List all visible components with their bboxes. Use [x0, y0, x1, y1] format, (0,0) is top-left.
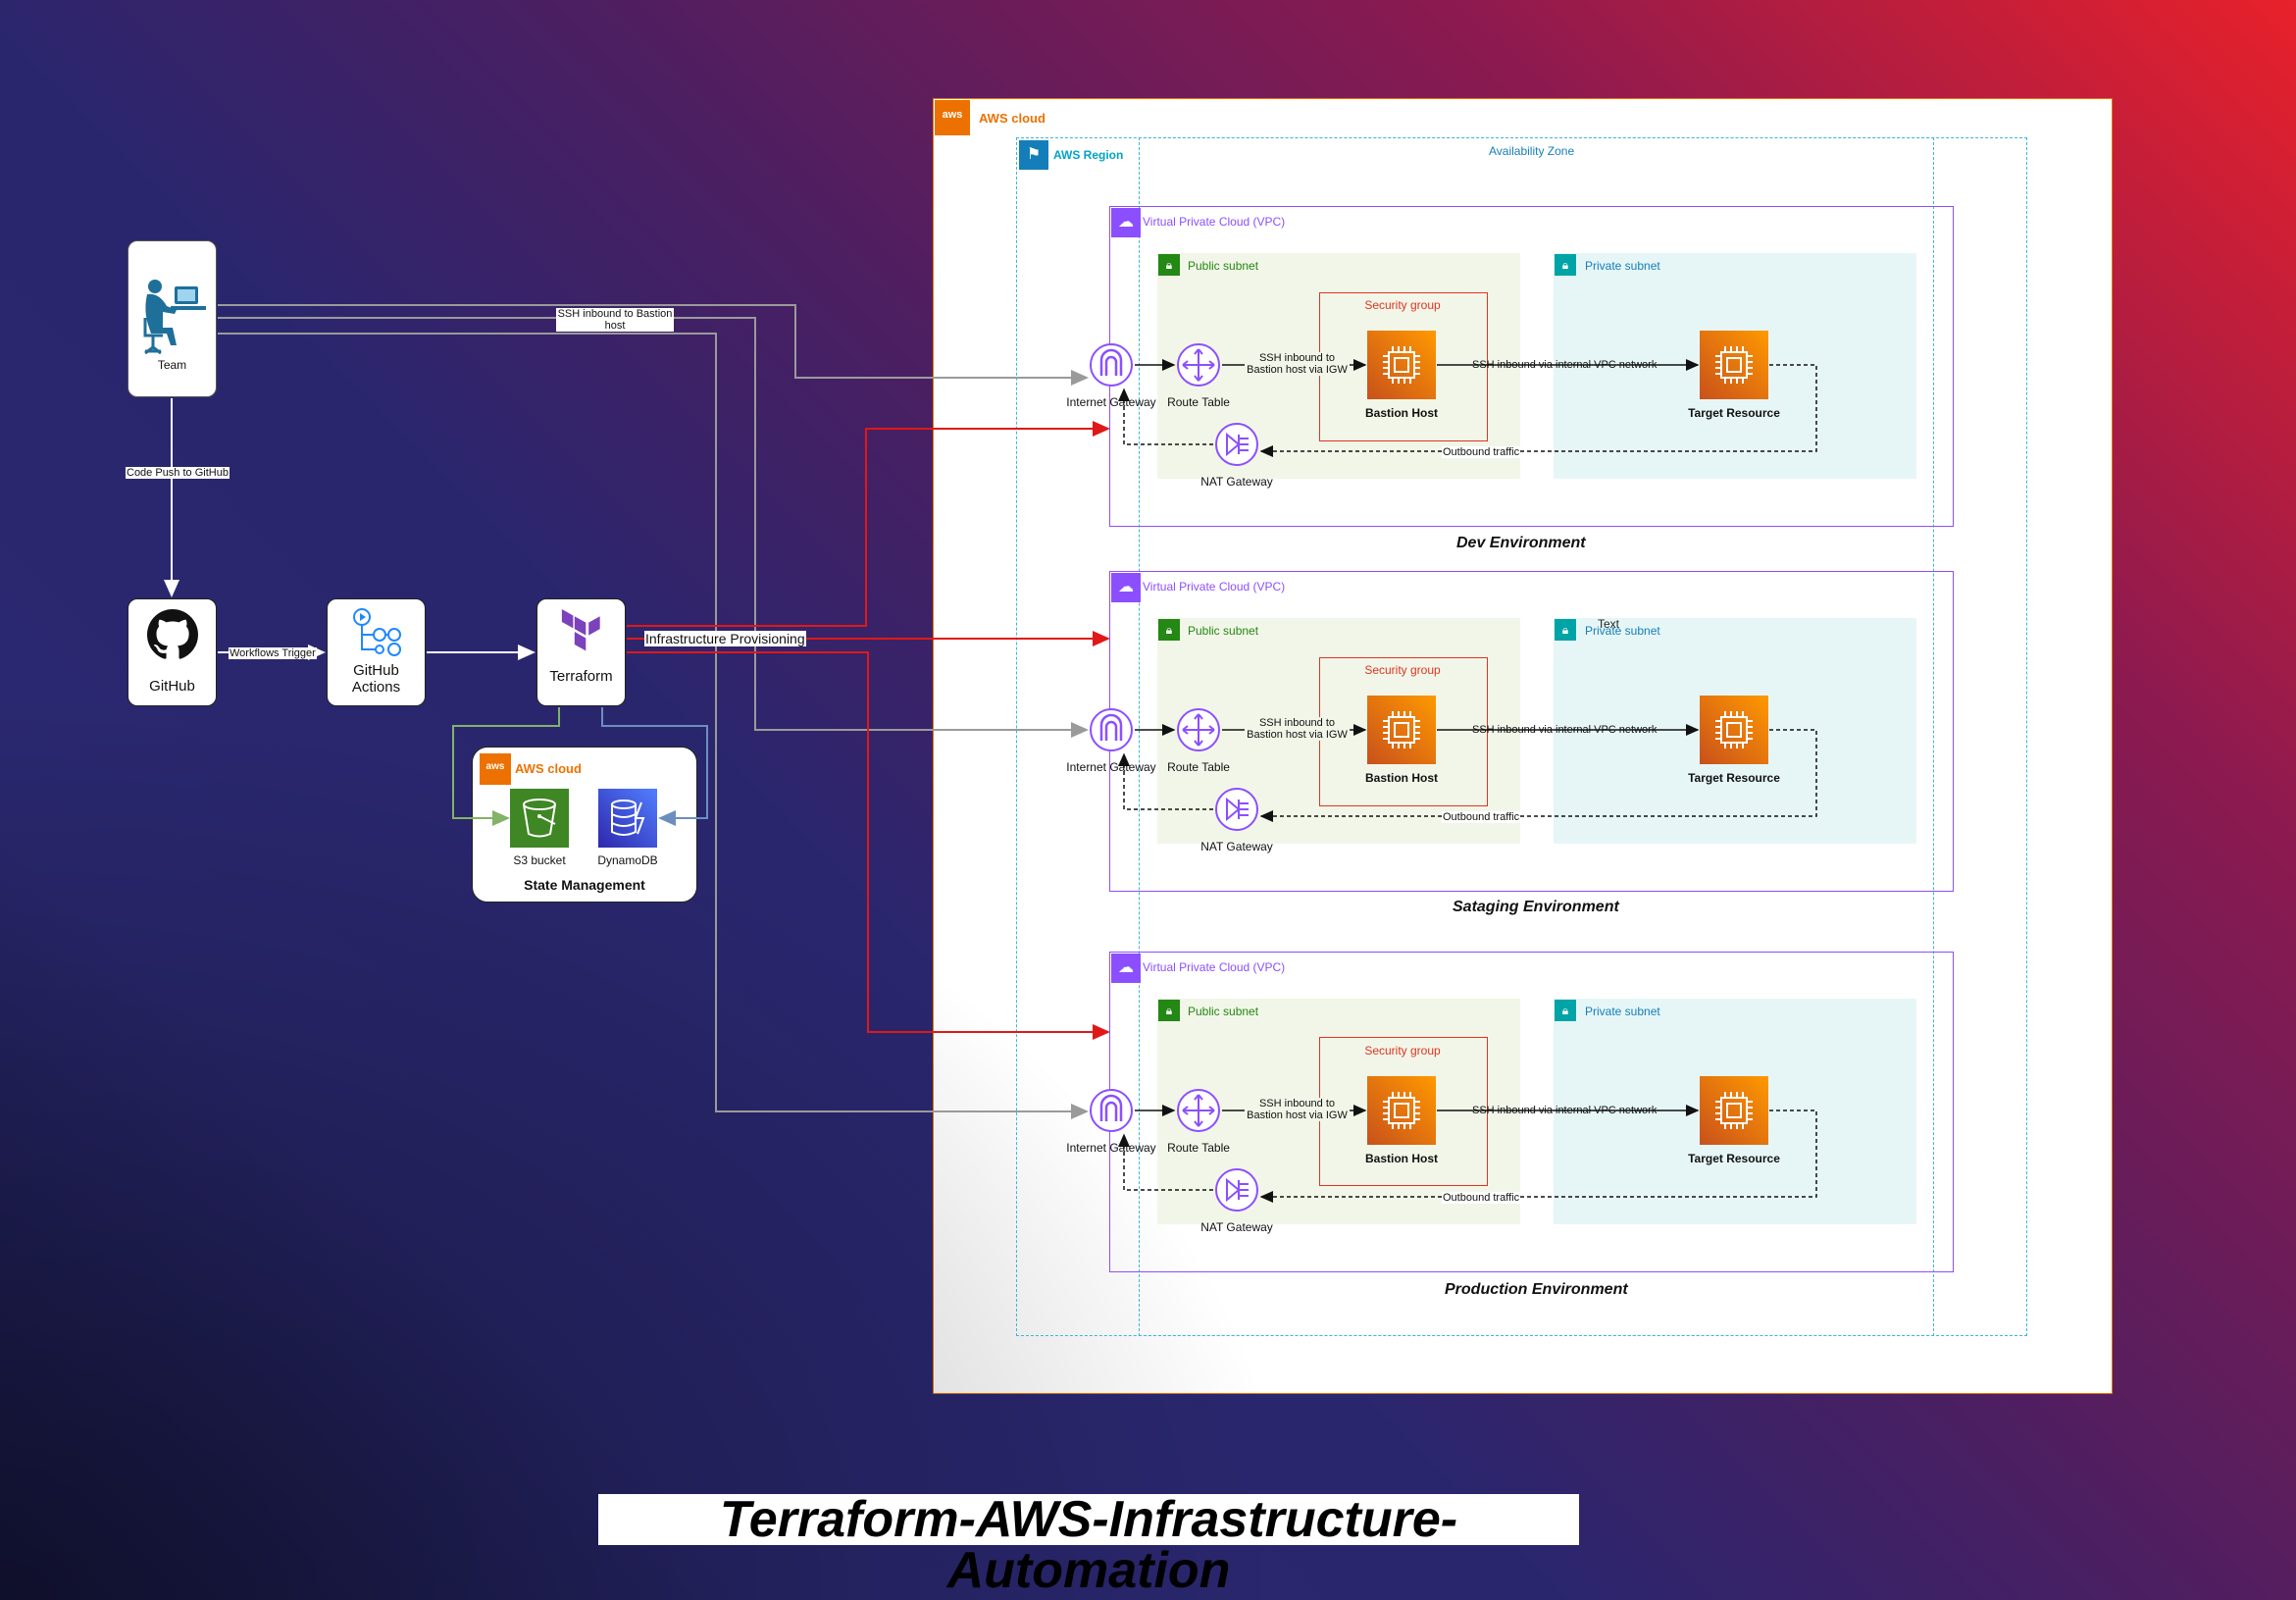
target-resource-label: Target Resource: [1688, 1152, 1780, 1165]
github-logo-icon: [146, 609, 198, 659]
outbound-traffic-label: Outbound traffic: [1442, 1192, 1521, 1204]
ec2-target-icon: [1700, 1076, 1768, 1145]
ec2-bastion-icon: [1367, 331, 1436, 399]
route-table-icon: [1176, 707, 1221, 752]
env-title-dev: Dev Environment: [1456, 535, 1586, 551]
env-title-staging: Sataging Environment: [1453, 899, 1619, 915]
ec2-target-icon: [1700, 331, 1768, 399]
internet-gateway-icon: [1089, 342, 1134, 387]
terraform-node[interactable]: Terraform: [536, 598, 626, 706]
github-label: GitHub: [149, 678, 195, 695]
infra-provisioning-label: Infrastructure Provisioning: [644, 631, 806, 646]
internet-gateway-label: Internet Gateway: [1066, 395, 1156, 409]
outbound-traffic-label: Outbound traffic: [1442, 446, 1521, 458]
target-resource-label: Target Resource: [1688, 771, 1780, 785]
nat-gateway-label: NAT Gateway: [1200, 475, 1273, 489]
env-title-production: Production Environment: [1445, 1281, 1628, 1298]
bastion-host-label: Bastion Host: [1364, 1152, 1438, 1165]
s3-bucket-label: S3 bucket: [513, 853, 566, 867]
lock-icon: 🔒︎: [1555, 619, 1576, 641]
vpc-label: Virtual Private Cloud (VPC): [1143, 215, 1286, 229]
public-subnet-label: Public subnet: [1188, 624, 1259, 638]
ec2-bastion-icon: [1367, 1076, 1436, 1145]
nat-gateway-label: NAT Gateway: [1200, 1220, 1273, 1234]
github-node[interactable]: GitHub: [128, 598, 217, 706]
ssh-internal-label: SSH inbound via internal VPC network: [1472, 1105, 1658, 1116]
lock-icon: 🔒︎: [1158, 1000, 1180, 1021]
ssh-internal-label: SSH inbound via internal VPC network: [1472, 359, 1658, 371]
internet-gateway-icon: [1089, 707, 1134, 752]
private-subnet-label: Private subnet: [1585, 624, 1660, 638]
route-table-icon: [1176, 342, 1221, 387]
lock-icon: 🔒︎: [1158, 619, 1180, 641]
workflows-trigger-label: Workflows Trigger: [229, 647, 317, 659]
outbound-traffic-label: Outbound traffic: [1442, 811, 1521, 823]
vpc-label: Virtual Private Cloud (VPC): [1143, 580, 1286, 594]
terraform-label: Terraform: [549, 668, 613, 685]
state-management-title: State Management: [524, 877, 645, 893]
vpc-cloud-icon: ☁: [1111, 954, 1141, 983]
availability-zone-box: [1139, 137, 1934, 1336]
vpc-cloud-icon: ☁: [1111, 208, 1141, 237]
region-flag-icon: ⚑: [1019, 140, 1048, 170]
nat-gateway-icon: [1214, 1167, 1259, 1213]
internet-gateway-label: Internet Gateway: [1066, 1141, 1156, 1155]
nat-gateway-label: NAT Gateway: [1200, 840, 1273, 853]
lock-icon: 🔒︎: [1555, 254, 1576, 276]
aws-region-label: AWS Region: [1053, 148, 1124, 162]
aws-logo-icon: aws: [480, 753, 511, 785]
route-table-label: Route Table: [1167, 760, 1230, 774]
github-actions-icon: [352, 608, 401, 656]
availability-zone-label: Availability Zone: [1489, 144, 1575, 158]
target-resource-label: Target Resource: [1688, 406, 1780, 420]
private-subnet-label: Private subnet: [1585, 1005, 1660, 1018]
s3-bucket-icon: [510, 789, 569, 848]
team-label: Team: [157, 358, 187, 372]
ec2-target-icon: [1700, 696, 1768, 764]
security-group-label: Security group: [1364, 1044, 1441, 1058]
code-push-label: Code Push to GitHub: [126, 467, 230, 479]
lock-icon: 🔒︎: [1158, 254, 1180, 276]
ec2-bastion-icon: [1367, 696, 1436, 764]
team-node[interactable]: Team: [128, 240, 217, 397]
dynamodb-icon: [598, 789, 657, 848]
security-group-label: Security group: [1364, 298, 1441, 312]
route-table-label: Route Table: [1167, 395, 1230, 409]
internet-gateway-label: Internet Gateway: [1066, 760, 1156, 774]
vpc-cloud-icon: ☁: [1111, 573, 1141, 602]
public-subnet-label: Public subnet: [1188, 259, 1259, 273]
nat-gateway-icon: [1214, 422, 1259, 467]
vpc-label: Virtual Private Cloud (VPC): [1143, 960, 1286, 974]
stray-text-label: Text: [1598, 617, 1620, 631]
public-subnet-label: Public subnet: [1188, 1005, 1259, 1018]
bastion-host-label: Bastion Host: [1364, 771, 1438, 785]
terraform-logo-icon: [561, 609, 600, 651]
team-person-icon: [143, 280, 206, 355]
diagram-title: Terraform-AWS-Infrastructure-Automation: [598, 1494, 1579, 1596]
nat-gateway-icon: [1214, 787, 1259, 832]
bastion-host-label: Bastion Host: [1364, 406, 1438, 420]
ssh-internal-label: SSH inbound via internal VPC network: [1472, 724, 1658, 736]
private-subnet-label: Private subnet: [1585, 259, 1660, 273]
lock-icon: 🔒︎: [1555, 1000, 1576, 1021]
dynamodb-label: DynamoDB: [597, 853, 658, 867]
route-table-label: Route Table: [1167, 1141, 1230, 1155]
security-group-label: Security group: [1364, 663, 1441, 677]
aws-cloud-label: AWS cloud: [979, 111, 1046, 126]
aws-logo-icon: aws: [935, 100, 970, 135]
route-table-icon: [1176, 1088, 1221, 1133]
internet-gateway-icon: [1089, 1088, 1134, 1133]
state-aws-cloud-label: AWS cloud: [515, 761, 582, 776]
